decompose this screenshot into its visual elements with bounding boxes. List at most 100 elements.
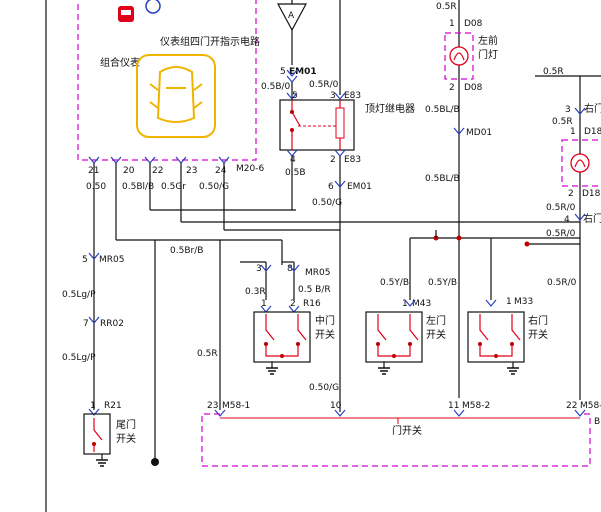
d08-label-2: 门灯 [478,48,498,61]
pin-22: 22 [152,166,163,176]
d08-pin-1: 1 [449,19,455,29]
d18-label-2: 右门 [583,212,601,225]
m43-label-2: 开关 [426,328,446,341]
red-car-icon [118,6,134,22]
d08-name-2: D08 [464,83,483,93]
wire-050: 0.50 [86,182,106,192]
relay-wire-bottom-left: 0.5B [285,168,306,178]
m58-pin-23: 23 [207,401,218,411]
mr05-left-name: MR05 [99,255,124,265]
door-indicator-icon [136,54,216,138]
rr02-wire-1: 0.5Lg/P [62,290,96,300]
rr02-wire-2: 0.5Lg/P [62,353,96,363]
m58-name-2: M58-2 [462,401,490,411]
junction-bus: 0.5Y/B 0.5Y/B [380,230,580,300]
d18-door-light: 0.5R 3 右门 0.5R 1 D18 2 D18 0.5R/0 4 右门 0… [535,67,601,400]
cluster-connector: M20-6 [236,164,264,174]
wire-05gr: 0.5Gr [161,182,186,192]
md01-wire-2: 0.5BL/B [425,174,460,184]
cluster-boundary [77,0,257,161]
m33-label-1: 右门 [528,314,548,327]
rr02-name: RR02 [100,319,124,329]
relay-connector: E83 [344,91,361,101]
mr05-mid-wire-2: 0.5 B/R [298,285,331,295]
m58-pin-11: 11 [448,401,459,411]
m58-b: B [594,417,600,427]
r16-label-1: 中门 [315,314,335,327]
r16-label-2: 开关 [315,328,335,341]
m33-switch: 1 M33 右门 开关 [467,297,548,375]
em01-name-6: EM01 [347,182,372,192]
mr05-mid-pin-3: 3 [256,264,262,274]
em01-pin: 5 [280,67,286,77]
mid-wire-og: 0.50/G [309,383,339,393]
d18-pin-1: 1 [570,127,576,137]
m58-name-3: M58-1 [580,401,601,411]
d08-top-wire: 0.5R [436,2,457,12]
m43-wire-2: 0.5Y/B [428,278,457,288]
left-column: 5 MR05 0.5Lg/P 7 RR02 0.5Lg/P 1 R21 尾门 开… [62,252,159,467]
cluster-wires [93,163,580,460]
m33-name: M33 [514,297,533,307]
mr05-mid-name: MR05 [305,268,330,278]
d18-pin-4: 4 [564,215,570,225]
m33-pin: 1 [506,297,512,307]
relay-connector-2: E83 [344,155,361,165]
d08-label-1: 左前 [478,34,498,47]
m43-wire-1: 0.5Y/B [380,278,409,288]
mid-wire-br: 0.5Br/B [170,246,203,256]
wire-05blb: 0.5Bl/B [122,182,154,192]
d08-pin-2: 2 [449,83,455,93]
d18-pin-3: 3 [565,105,571,115]
d18-wire-05r: 0.5R [552,117,573,127]
pin-24: 24 [215,166,227,176]
instrument-cluster: 仪表组四门开指示电路 组合仪表 21 20 22 23 24 M20-6 0.5… [77,0,264,192]
relay-pin-3: 3 [330,91,336,101]
r21-label-1: 尾门 [116,418,136,431]
m43-pin: 1 [402,299,408,309]
fuse-a-label: A [288,11,295,21]
rr02-pin: 7 [83,319,89,329]
r21-pin: 1 [90,401,96,411]
d18-wire-2: 0.5R/0 [546,229,576,239]
relay-pin-2: 2 [330,155,336,165]
m58-connector: 23 M58-1 10 11 M58-2 22 M58-1 B 门开关 [201,401,601,467]
r21-name: R21 [104,401,122,411]
middle-switch: 0.5Br/B 3 8 MR05 0.3R 0.5 B/R 1 2 R16 中门… [170,240,339,410]
r16-pin-2: 2 [290,299,296,309]
r21-label-2: 开关 [116,432,136,445]
m58-pin-10: 10 [330,401,342,411]
m43-switch: 1 M43 左门 开关 [365,299,446,375]
cluster-circuit-label: 仪表组四门开指示电路 [160,35,260,48]
em01-pin-6: 6 [328,182,334,192]
pin-23: 23 [186,166,197,176]
m33-label-2: 开关 [528,328,548,341]
relay-wire-top-right: 0.5R/0 [309,80,339,90]
m58-label: 门开关 [392,424,422,437]
m58-pin-22: 22 [566,401,577,411]
cluster-name: 组合仪表 [100,56,140,69]
relay-pin-5: 5 [292,91,298,101]
relay-e83: 5 3 E83 顶灯继电器 4 2 E83 0.5B 6 EM01 0.50/G [279,82,415,412]
d08-name: D08 [464,19,483,29]
relay-wire-top-left: 0.5B/0 [261,82,291,92]
d18-pin-2: 2 [568,189,574,199]
r16-name: R16 [303,299,321,309]
gauge-icon [145,0,161,14]
d18-wire-3: 0.5R/0 [547,278,577,288]
em01-name: EM01 [289,67,317,77]
mr05-mid-pin-8: 8 [287,264,293,274]
d18-top-wire: 0.5R [543,67,564,77]
md01-wire: 0.5BL/B [425,105,460,115]
fuse-a: A [276,0,308,65]
d18-wire-1: 0.5R/0 [546,203,576,213]
relay-label: 顶灯继电器 [365,102,415,115]
mr05-mid-wire-1: 0.3R [245,287,266,297]
relay-wire-bottom-right: 0.50/G [312,198,342,208]
m43-name: M43 [412,299,431,309]
m43-label-1: 左门 [426,314,446,327]
wire-050g: 0.50/G [199,182,229,192]
m58-name-1: M58-1 [222,401,250,411]
d18-label: 右门 [584,102,601,115]
